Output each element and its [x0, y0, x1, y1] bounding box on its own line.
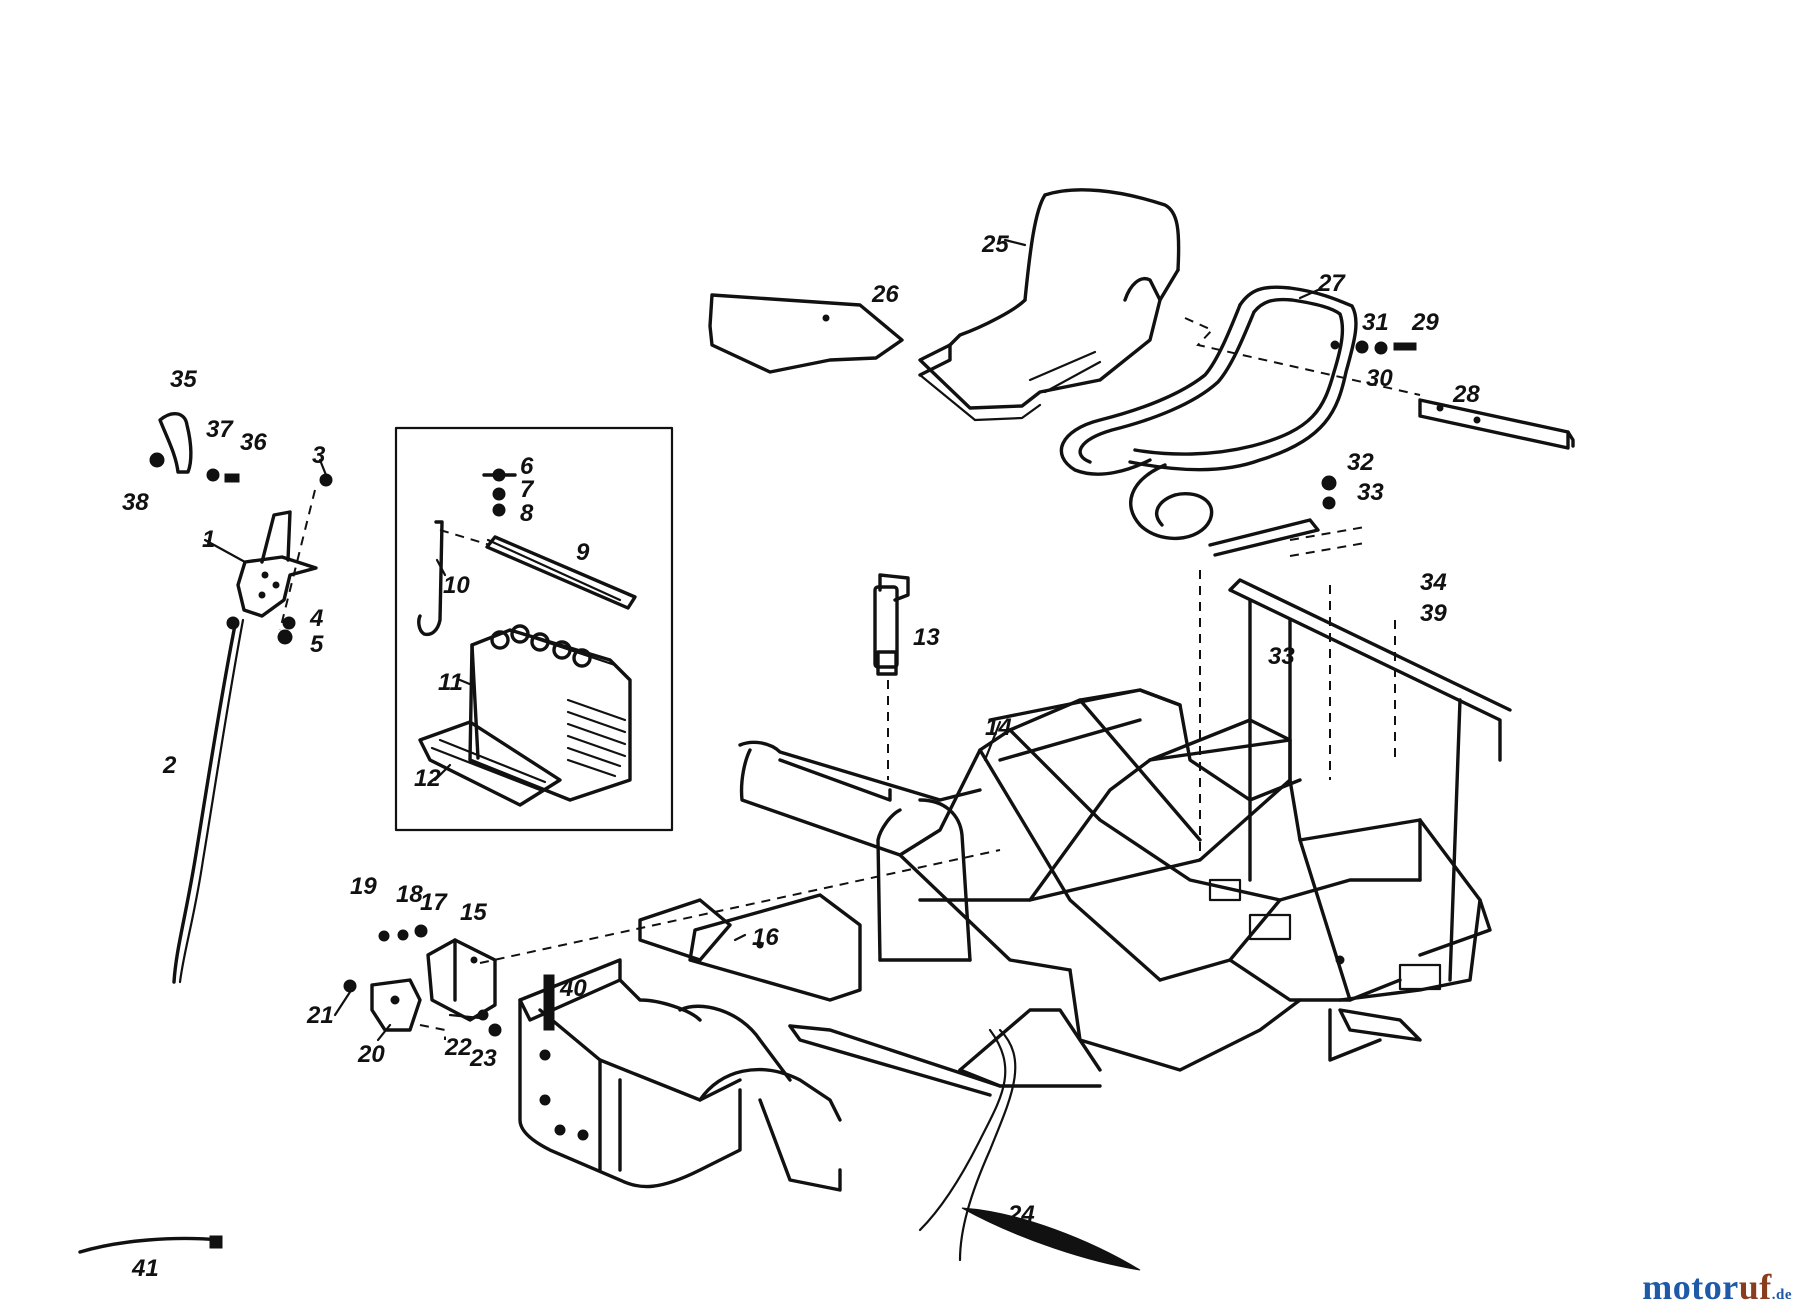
label-24: 24 — [1007, 1201, 1035, 1228]
brand-accent: uf — [1738, 1267, 1772, 1307]
seat-spring-frame — [1059, 285, 1358, 557]
part-labels: 1 2 3 4 5 6 7 8 9 10 11 12 13 14 15 16 1… — [122, 231, 1480, 1282]
label-13: 13 — [913, 624, 940, 651]
seat-rail-bracket — [1418, 398, 1575, 450]
label-31: 31 — [1362, 309, 1389, 336]
label-17: 17 — [420, 889, 448, 916]
brand-watermark: motoruf.de — [1642, 1266, 1792, 1308]
label-10: 10 — [443, 572, 470, 599]
label-18: 18 — [396, 881, 423, 908]
lever-assembly — [149, 412, 333, 984]
label-16: 16 — [752, 924, 779, 951]
label-4: 4 — [309, 605, 323, 632]
switch-bracket — [343, 924, 502, 1040]
label-26: 26 — [871, 281, 899, 308]
seat — [918, 188, 1421, 422]
main-frame — [479, 570, 1512, 1262]
label-23: 23 — [469, 1045, 497, 1072]
label-33: 33 — [1357, 479, 1384, 506]
leader-lines — [203, 238, 1320, 1042]
label-39: 39 — [1420, 600, 1447, 627]
label-38: 38 — [122, 489, 149, 516]
label-27: 27 — [1317, 270, 1346, 297]
label-40: 40 — [559, 975, 587, 1002]
label-34: 34 — [1420, 569, 1447, 596]
label-35: 35 — [170, 366, 197, 393]
label-9: 9 — [576, 539, 590, 566]
rail-41 — [78, 1235, 223, 1254]
brand-main: motor — [1642, 1267, 1739, 1307]
label-20: 20 — [357, 1041, 385, 1068]
label-29: 29 — [1411, 309, 1439, 336]
label-8: 8 — [520, 500, 534, 527]
label-3: 3 — [312, 442, 326, 469]
label-41: 41 — [131, 1255, 159, 1282]
label-37: 37 — [206, 416, 234, 443]
label-6: 6 — [520, 453, 534, 480]
label-32: 32 — [1347, 449, 1374, 476]
label-21: 21 — [306, 1002, 334, 1029]
label-22: 22 — [444, 1034, 472, 1061]
label-28: 28 — [1452, 381, 1480, 408]
seat-base-plate — [708, 293, 904, 374]
label-7: 7 — [520, 476, 535, 503]
rail-24 — [961, 1207, 1141, 1271]
label-33b: 33 — [1268, 643, 1295, 670]
label-30: 30 — [1366, 365, 1393, 392]
label-19: 19 — [350, 873, 377, 900]
label-15: 15 — [460, 899, 487, 926]
label-1: 1 — [202, 526, 215, 553]
label-25: 25 — [981, 231, 1009, 258]
label-36: 36 — [240, 429, 267, 456]
brand-suffix: .de — [1771, 1287, 1792, 1303]
ignition-switch — [873, 573, 910, 780]
label-5: 5 — [310, 631, 324, 658]
bolt-40 — [543, 974, 555, 1031]
seat-fasteners — [1289, 340, 1417, 557]
label-11: 11 — [438, 669, 463, 696]
label-2: 2 — [162, 752, 177, 779]
battery-kit — [394, 426, 674, 832]
